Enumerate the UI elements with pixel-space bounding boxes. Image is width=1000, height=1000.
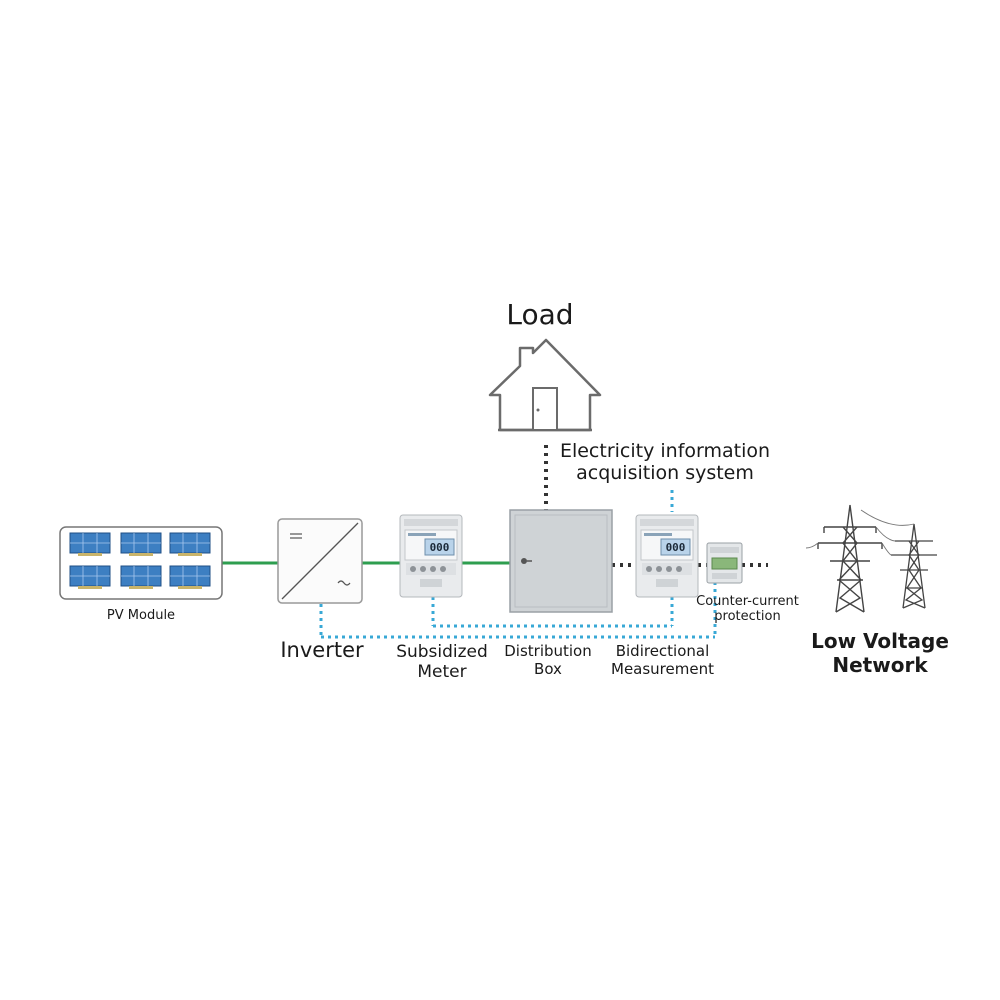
solar-panel-icon (120, 532, 162, 556)
info-system-label-line-1: Electricity information (559, 440, 771, 462)
bidirectional-meter-display: 000 (665, 541, 686, 554)
inverter-icon (277, 518, 363, 604)
counter-current-label-line-2: protection (714, 609, 781, 625)
solar-panel-icon (69, 565, 111, 589)
subsidized-meter-display: 000 (429, 541, 450, 554)
bidirectional-meter-icon (635, 514, 699, 598)
distribution-box-label: Distribution Box (493, 642, 603, 678)
inverter-label: Inverter (280, 638, 364, 662)
subsidized-meter-label-line-2: Meter (417, 662, 467, 683)
bidirectional-label-line-2: Measurement (611, 659, 714, 678)
subsidized-meter-label-line-1: Subsidized (396, 642, 488, 662)
counter-current-protection-icon (706, 542, 743, 584)
distribution-box-label-line-1: Distribution (504, 642, 592, 660)
subsidized-meter-label: Subsidized Meter (382, 642, 502, 682)
distribution-box-label-line-2: Box (534, 659, 562, 678)
counter-current-label-line-1: Counter-current (696, 594, 799, 609)
low-voltage-label-line-1: Low Voltage (811, 629, 949, 653)
info-system-label-line-2: acquisition system (576, 462, 754, 485)
solar-panel-icon (69, 532, 111, 556)
transmission-tower-icon (891, 523, 937, 609)
bidirectional-measurement-label: Bidirectional Measurement (595, 642, 730, 678)
pv-module (59, 526, 223, 600)
subsidized-meter-icon (399, 514, 463, 598)
distribution-box-icon (509, 509, 613, 613)
transmission-tower-icon (817, 504, 883, 613)
solar-panel-icon (169, 565, 211, 589)
solar-panel-icon (169, 532, 211, 556)
power-cable-lines (805, 509, 915, 556)
door-icon (532, 387, 558, 431)
low-voltage-label-line-2: Network (832, 652, 928, 677)
low-voltage-network-label: Low Voltage Network (795, 629, 965, 677)
house-icon (488, 338, 602, 432)
solar-panel-icon (120, 565, 162, 589)
pv-module-label: PV Module (106, 608, 176, 623)
counter-current-protection-label: Counter-current protection (680, 594, 815, 625)
load-label: Load (506, 298, 574, 331)
info-system-label: Electricity information acquisition syst… (540, 440, 790, 485)
bidirectional-label-line-1: Bidirectional (615, 642, 710, 660)
